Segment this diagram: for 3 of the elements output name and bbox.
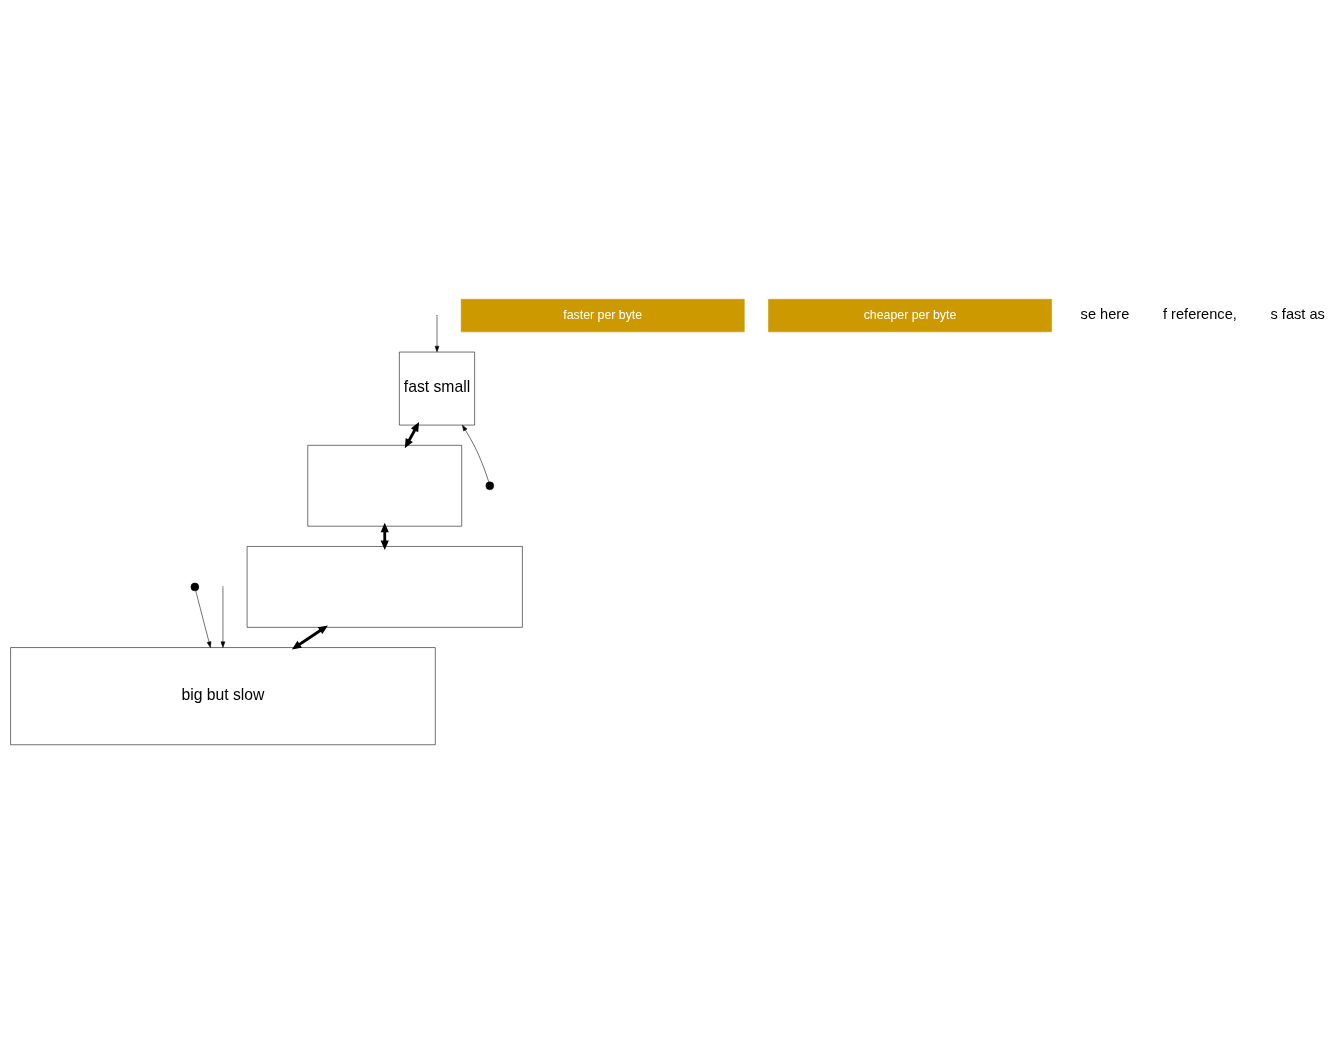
label: f reference, (1163, 305, 1237, 322)
label: se here (1080, 305, 1130, 322)
label: s fast as (1270, 305, 1325, 322)
